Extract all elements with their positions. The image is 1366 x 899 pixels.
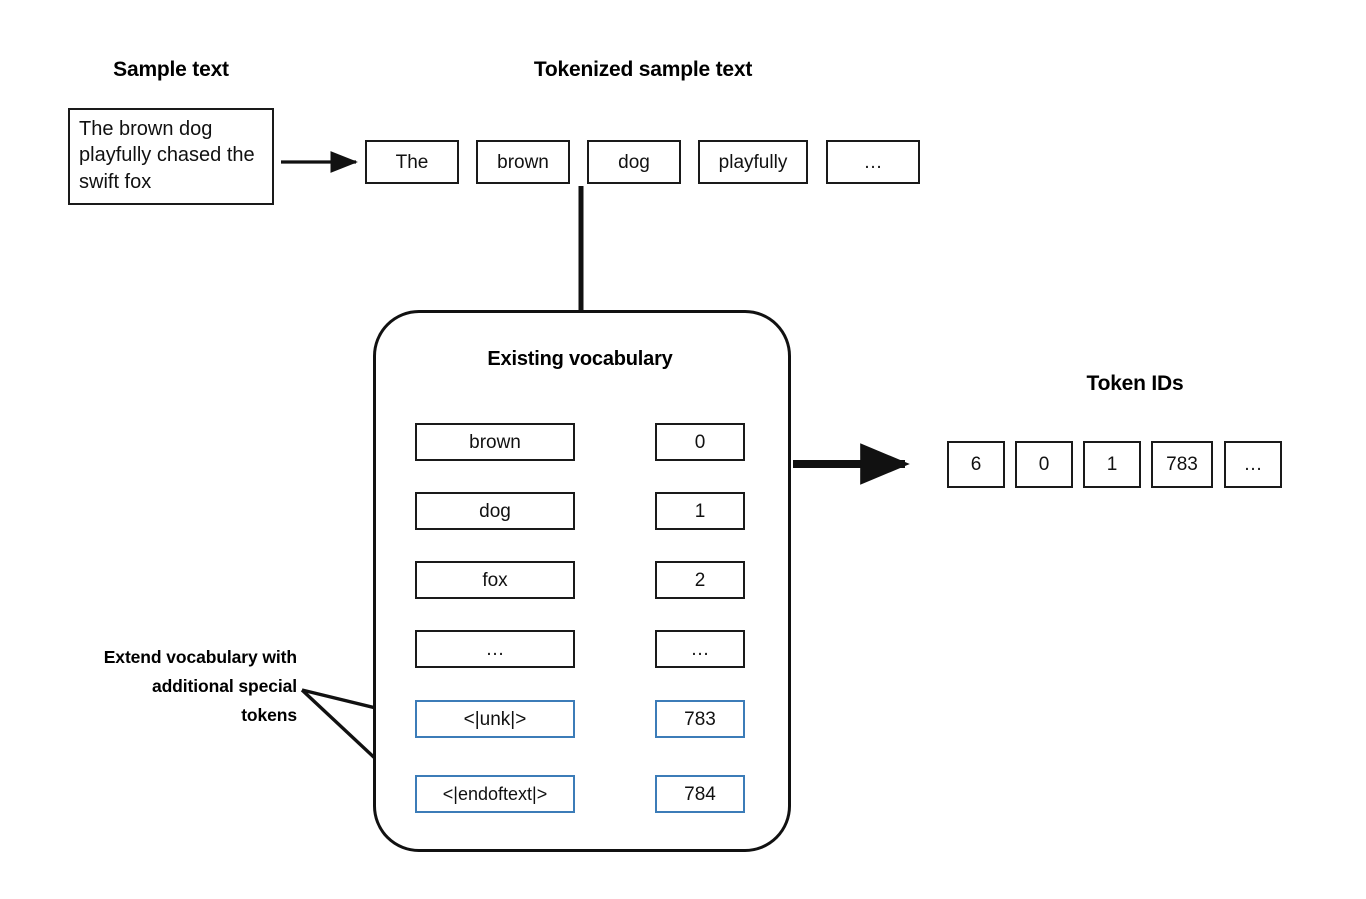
tokenized-token-box: The [365,140,459,184]
token-id-box: 6 [947,441,1005,488]
vocabulary-token-id-box: 1 [655,492,745,530]
tokenized-token-box: … [826,140,920,184]
vocabulary-word-box: brown [415,423,575,461]
vocabulary-special-token-id-box: 784 [655,775,745,813]
token-id-box: 0 [1015,441,1073,488]
vocabulary-special-token-box: <|endoftext|> [415,775,575,813]
vocabulary-token-id-box: … [655,630,745,668]
vocabulary-word-box: fox [415,561,575,599]
vocabulary-token-id-box: 0 [655,423,745,461]
vocabulary-special-token-box: <|unk|> [415,700,575,738]
page-title-sample-text: Sample text [113,58,229,81]
page-title-tokenized-sample-text: Tokenized sample text [533,58,753,81]
vocabulary-special-token-id-box: 783 [655,700,745,738]
token-id-box: … [1224,441,1282,488]
page-title-token-ids: Token IDs [1086,372,1184,395]
sample-text-box: The brown dog playfully chased the swift… [68,108,274,205]
annotation-extend-vocabulary: Extend vocabulary with additional specia… [103,647,297,725]
token-id-box: 1 [1083,441,1141,488]
vocabulary-token-id-box: 2 [655,561,745,599]
tokenized-token-box: brown [476,140,570,184]
vocabulary-word-box: … [415,630,575,668]
vocabulary-word-box: dog [415,492,575,530]
token-id-box: 783 [1151,441,1213,488]
section-title-existing-vocabulary: Existing vocabulary [487,348,673,370]
tokenized-token-box: playfully [698,140,808,184]
tokenized-token-box: dog [587,140,681,184]
